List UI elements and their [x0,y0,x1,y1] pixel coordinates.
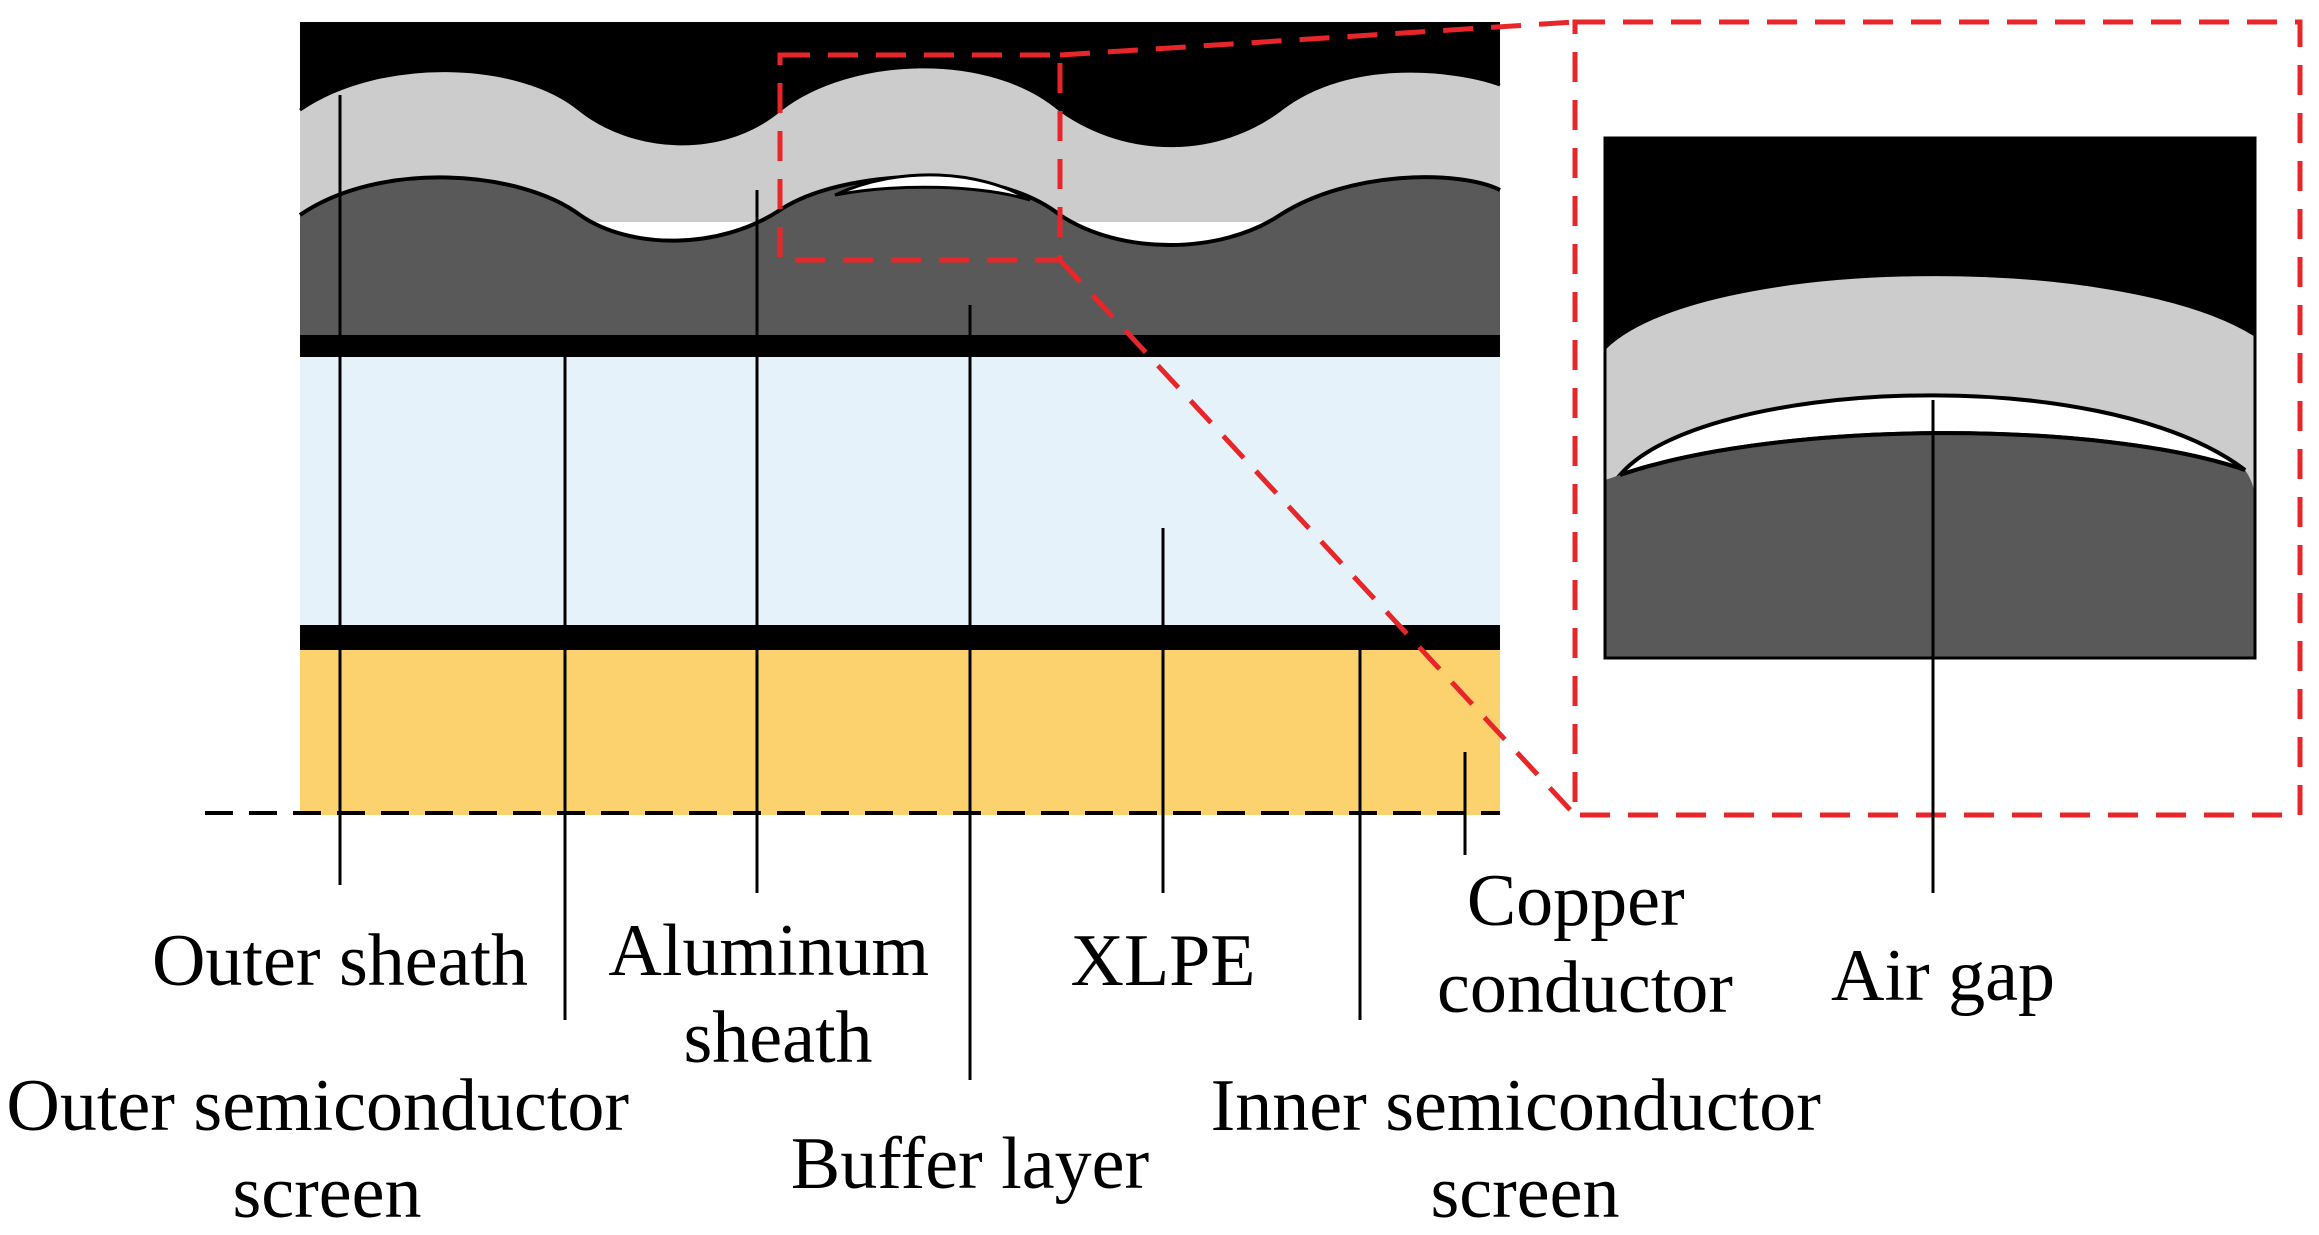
zoomed-detail-view [1603,136,2257,660]
aluminum-sheath-layer [300,66,1500,222]
labels: Outer sheath Outer semiconductor screen … [6,860,2055,1234]
zoom-buffer-layer [1605,433,2255,658]
label-air-gap: Air gap [1831,935,2055,1017]
label-buffer-layer: Buffer layer [791,1123,1149,1205]
label-inner-semiconductor-screen: Inner semiconductor screen [1211,1065,1840,1230]
xlpe-layer [300,357,1500,625]
air-gap-main [834,173,1031,202]
main-cross-section [205,22,1501,815]
label-xlpe: XLPE [1071,920,1256,1002]
label-outer-sheath: Outer sheath [152,920,528,1002]
outer-semiconductor-screen-layer [300,335,1500,357]
label-copper-conductor: Copper conductor [1437,860,1733,1029]
zoom-detail-frame [1572,19,2303,818]
zoom-source-box [777,52,1063,263]
inner-semiconductor-screen-layer [300,625,1500,650]
zoom-indicator [777,19,2303,818]
copper-conductor-layer [300,650,1500,815]
leader-lines [338,95,1935,1080]
label-outer-semiconductor-screen: Outer semiconductor screen [6,1065,647,1230]
label-aluminum-sheath: Aluminum sheath [608,910,947,1079]
